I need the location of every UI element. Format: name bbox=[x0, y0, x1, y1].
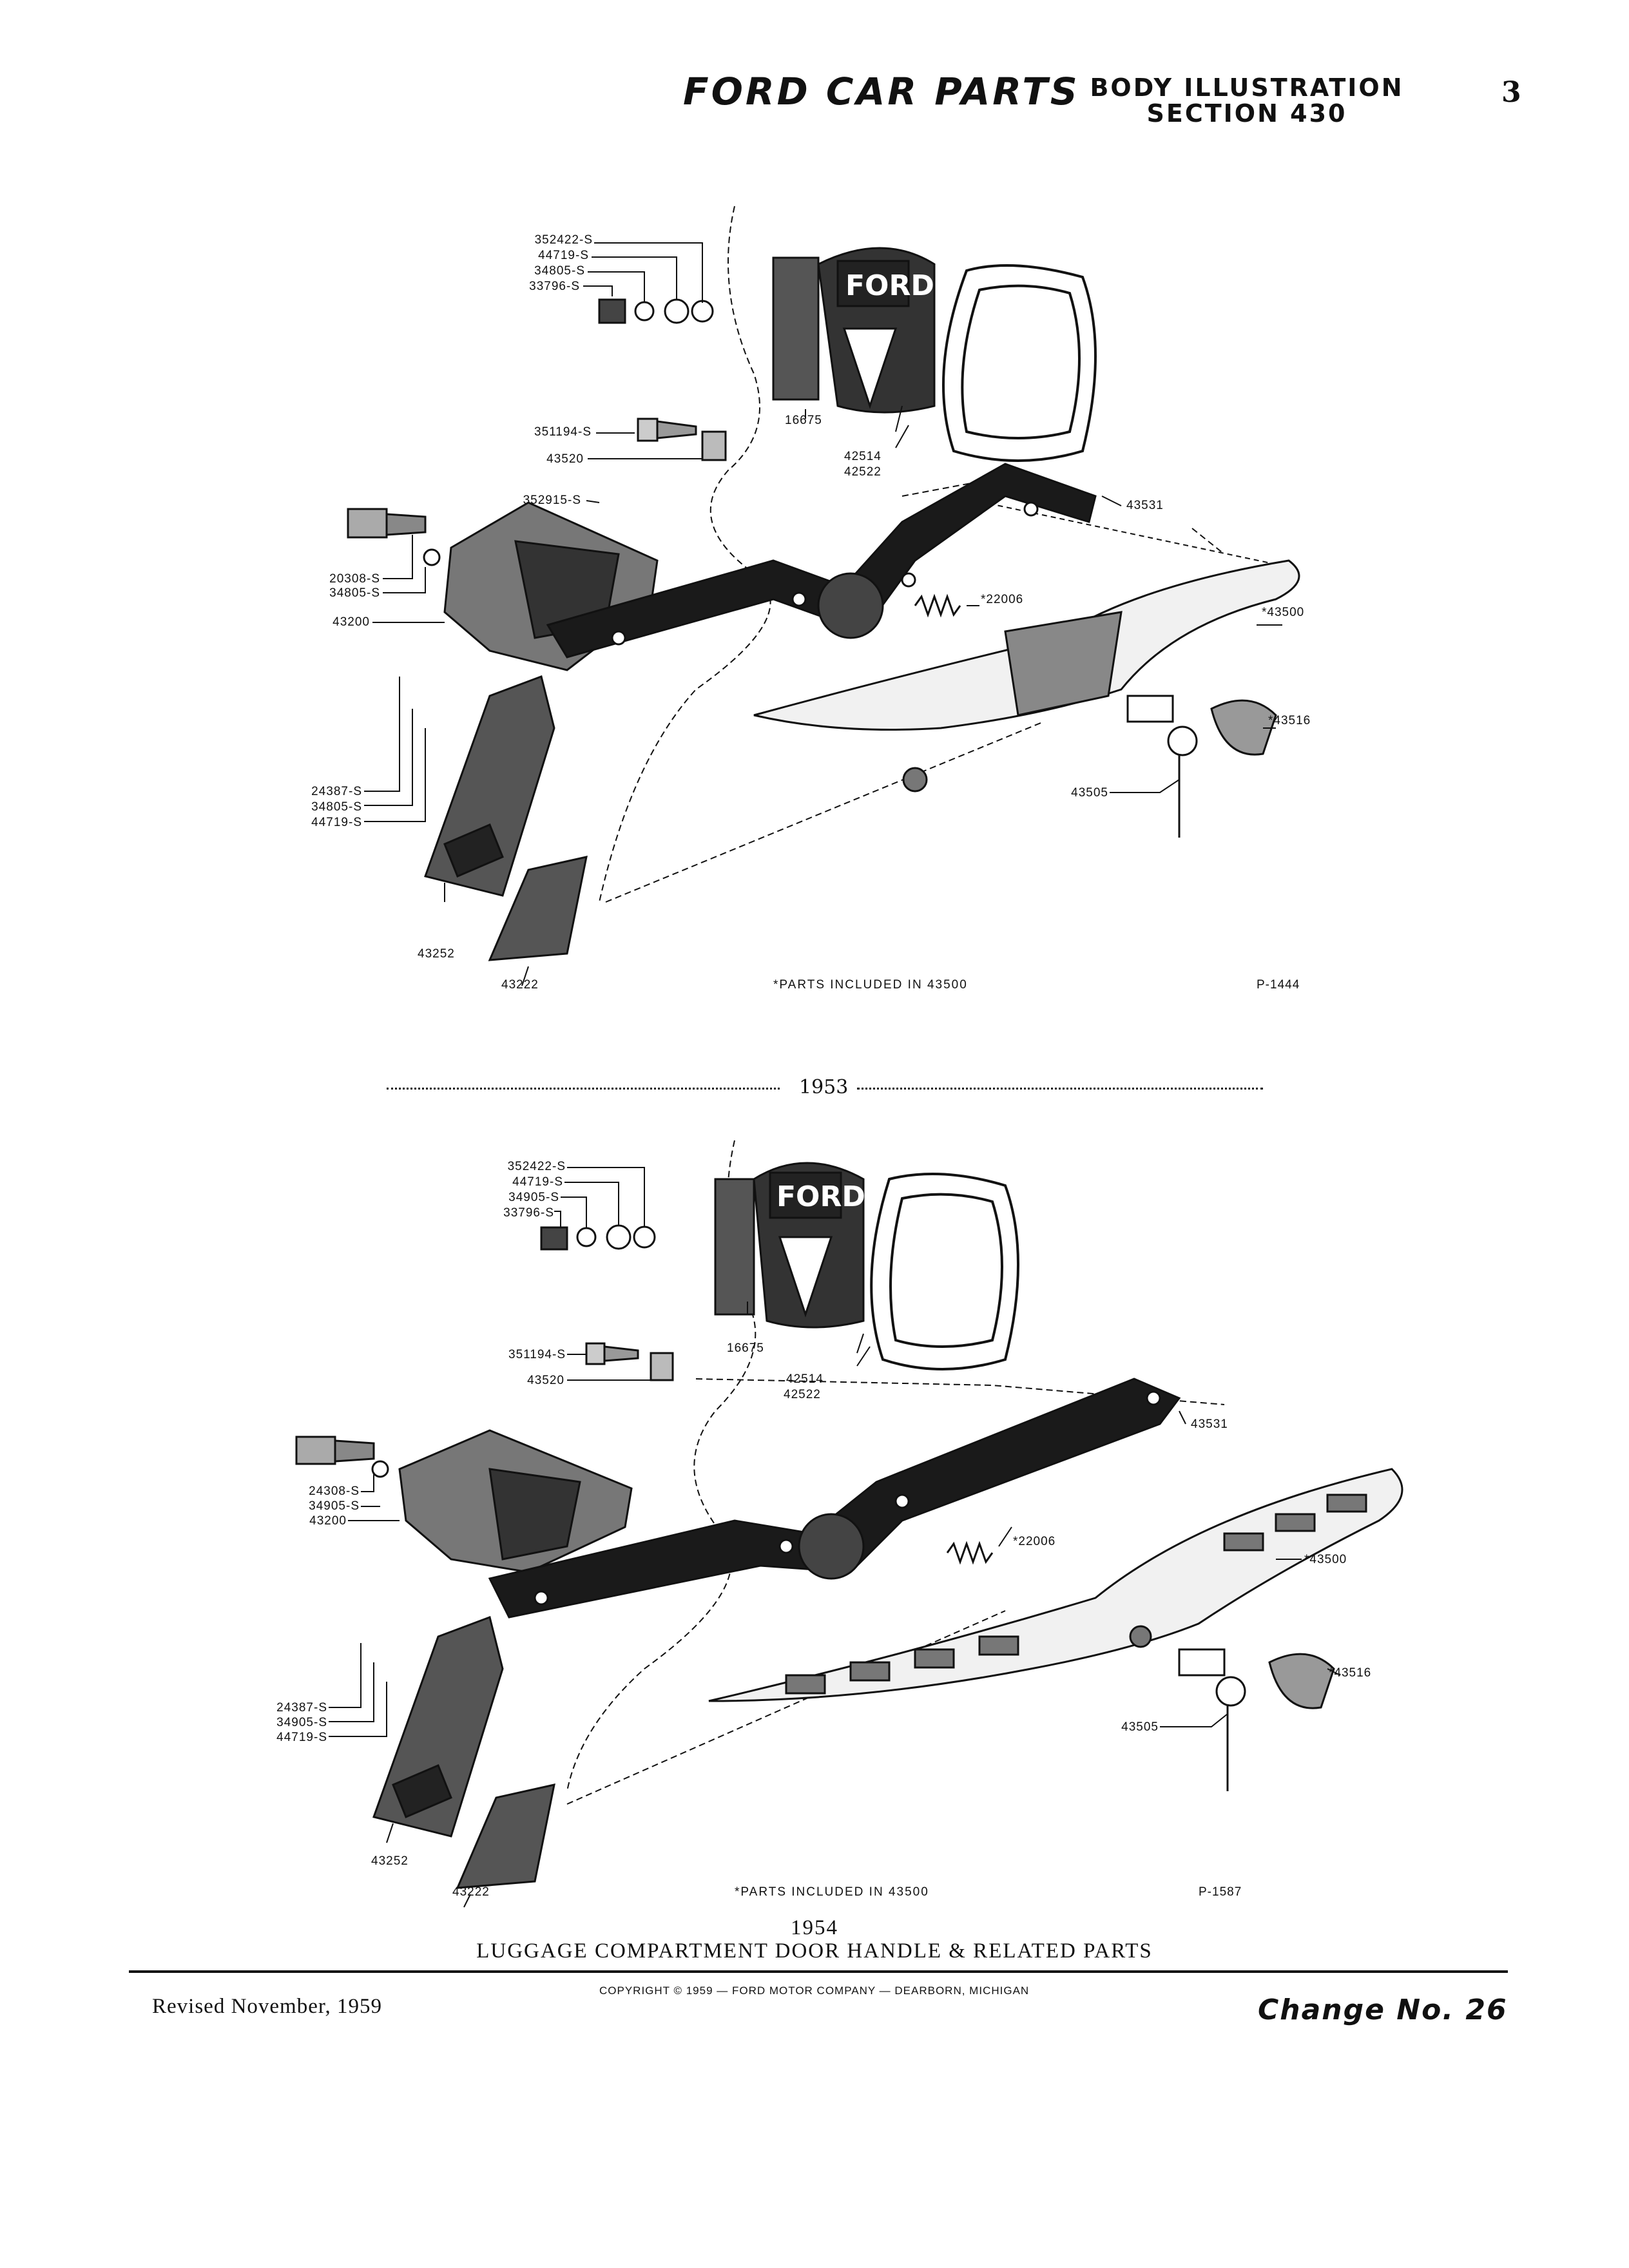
label-43531-1954: 43531 bbox=[1191, 1418, 1228, 1431]
label-34805-s-b: 34805-S bbox=[329, 586, 380, 600]
label-43516: *43516 bbox=[1268, 714, 1311, 727]
fastener-stack-1953 bbox=[598, 298, 714, 324]
plate-number-1954: P-1587 bbox=[1199, 1885, 1242, 1899]
label-24387-s-1954: 24387-S bbox=[276, 1701, 327, 1715]
label-44719-s: 44719-S bbox=[538, 249, 589, 262]
label-43516-1954: *43516 bbox=[1329, 1666, 1372, 1680]
gasket-43252-1953 bbox=[424, 675, 555, 897]
caption-rule bbox=[129, 1970, 1508, 1973]
label-43222-1954: 43222 bbox=[452, 1885, 490, 1899]
label-24387-s: 24387-S bbox=[311, 785, 362, 798]
label-43252: 43252 bbox=[418, 947, 455, 961]
label-24308-s-1954: 24308-S bbox=[309, 1485, 360, 1498]
label-44719-s-b: 44719-S bbox=[311, 816, 362, 829]
handle-ornament-1954 bbox=[708, 1468, 1403, 1702]
section-heading-line1: BODY ILLUSTRATION bbox=[1090, 73, 1404, 102]
label-43200-1954: 43200 bbox=[309, 1514, 347, 1528]
spring-22006-1953 bbox=[914, 593, 961, 618]
gasket-43222-1954 bbox=[456, 1783, 555, 1889]
label-34905-s-b-1954: 34905-S bbox=[309, 1499, 360, 1513]
copyright-line: COPYRIGHT © 1959 — FORD MOTOR COMPANY — … bbox=[599, 1984, 1030, 1997]
label-43252-1954: 43252 bbox=[371, 1854, 409, 1868]
label-352915-s: 352915-S bbox=[523, 494, 581, 507]
change-number: Change No. 26 bbox=[1258, 1994, 1508, 2026]
fastener-stack-1954 bbox=[540, 1224, 656, 1251]
ford-emblem-1953: FORD bbox=[772, 247, 936, 414]
handle-bar-1953 bbox=[546, 463, 1097, 658]
label-43531: 43531 bbox=[1126, 499, 1164, 512]
label-20308-s: 20308-S bbox=[329, 572, 380, 586]
section-heading-line2: SECTION 430 bbox=[1146, 99, 1347, 128]
revised-date: Revised November, 1959 bbox=[152, 1995, 383, 2018]
label-43520-1954: 43520 bbox=[527, 1374, 564, 1387]
divider-left-rule bbox=[387, 1088, 780, 1090]
divider-right-rule bbox=[857, 1088, 1263, 1090]
label-352422: 352422-S bbox=[534, 233, 593, 247]
brand-title: FORD CAR PARTS bbox=[683, 70, 1080, 113]
label-42522-1954: 42522 bbox=[784, 1388, 821, 1401]
label-352422-1954: 352422-S bbox=[507, 1160, 566, 1173]
diagram-1954-illustration: FORD bbox=[295, 1140, 1403, 1908]
bolt-351194-1953 bbox=[637, 418, 727, 461]
label-22006: *22006 bbox=[981, 593, 1024, 606]
section-heading: BODY ILLUSTRATION SECTION 430 bbox=[1089, 75, 1405, 126]
label-43505: 43505 bbox=[1071, 786, 1108, 800]
label-16675: 16675 bbox=[785, 414, 822, 427]
caption-title: LUGGAGE COMPARTMENT DOOR HANDLE & RELATE… bbox=[476, 1939, 1153, 1963]
note-parts-included-1954: *PARTS INCLUDED IN 43500 bbox=[735, 1885, 929, 1899]
page-number: 3 bbox=[1501, 76, 1521, 109]
label-33796-s: 33796-S bbox=[529, 280, 580, 293]
label-42522: 42522 bbox=[844, 465, 882, 479]
emblem-bezel-1953 bbox=[942, 264, 1097, 462]
note-parts-included: *PARTS INCLUDED IN 43500 bbox=[773, 978, 968, 992]
label-34905-s-c-1954: 34905-S bbox=[276, 1716, 327, 1729]
handle-ornament-1953 bbox=[753, 559, 1300, 793]
label-16675-1954: 16675 bbox=[727, 1341, 764, 1355]
label-43500-1954: *43500 bbox=[1304, 1553, 1347, 1566]
label-42514-1954: 42514 bbox=[786, 1372, 824, 1386]
diagram-1953-illustration: FORD bbox=[347, 206, 1300, 986]
plate-number: P-1444 bbox=[1257, 978, 1300, 992]
label-43520: 43520 bbox=[546, 452, 584, 466]
handle-bar-1954 bbox=[488, 1378, 1181, 1619]
year-divider: 1953 bbox=[387, 1076, 1263, 1102]
label-34805-s: 34805-S bbox=[534, 264, 585, 278]
gasket-43222-1953 bbox=[488, 856, 588, 961]
label-34905-s-1954: 34905-S bbox=[508, 1191, 559, 1204]
year-divider-label: 1953 bbox=[799, 1076, 849, 1099]
label-33796-s-1954: 33796-S bbox=[503, 1206, 554, 1220]
label-44719-s-b-1954: 44719-S bbox=[276, 1731, 327, 1744]
emblem-bezel-1954 bbox=[870, 1173, 1019, 1370]
label-42514: 42514 bbox=[844, 450, 882, 463]
label-43505-1954: 43505 bbox=[1121, 1720, 1159, 1734]
label-44719-s-1954: 44719-S bbox=[512, 1175, 563, 1189]
label-43500: *43500 bbox=[1262, 606, 1305, 619]
label-351194-s-1954: 351194-S bbox=[508, 1348, 566, 1361]
ford-emblem-1954: FORD bbox=[714, 1162, 865, 1329]
label-351194-s: 351194-S bbox=[534, 425, 592, 439]
label-34805-s-c: 34805-S bbox=[311, 800, 362, 814]
gasket-43252-1954 bbox=[372, 1616, 504, 1838]
label-43200: 43200 bbox=[333, 615, 370, 629]
svg-text:FORD: FORD bbox=[845, 269, 934, 302]
caption-year: 1954 bbox=[791, 1916, 838, 1939]
bolt-351194-1954 bbox=[585, 1342, 674, 1381]
lock-cylinder-1953 bbox=[1126, 695, 1277, 838]
label-22006-1954: *22006 bbox=[1013, 1535, 1056, 1548]
spring-22006-1954 bbox=[946, 1541, 994, 1565]
svg-text:FORD: FORD bbox=[776, 1180, 865, 1213]
lock-cylinder-1954 bbox=[1178, 1648, 1335, 1791]
latch-assembly-1954 bbox=[295, 1429, 633, 1573]
label-43222: 43222 bbox=[501, 978, 539, 992]
